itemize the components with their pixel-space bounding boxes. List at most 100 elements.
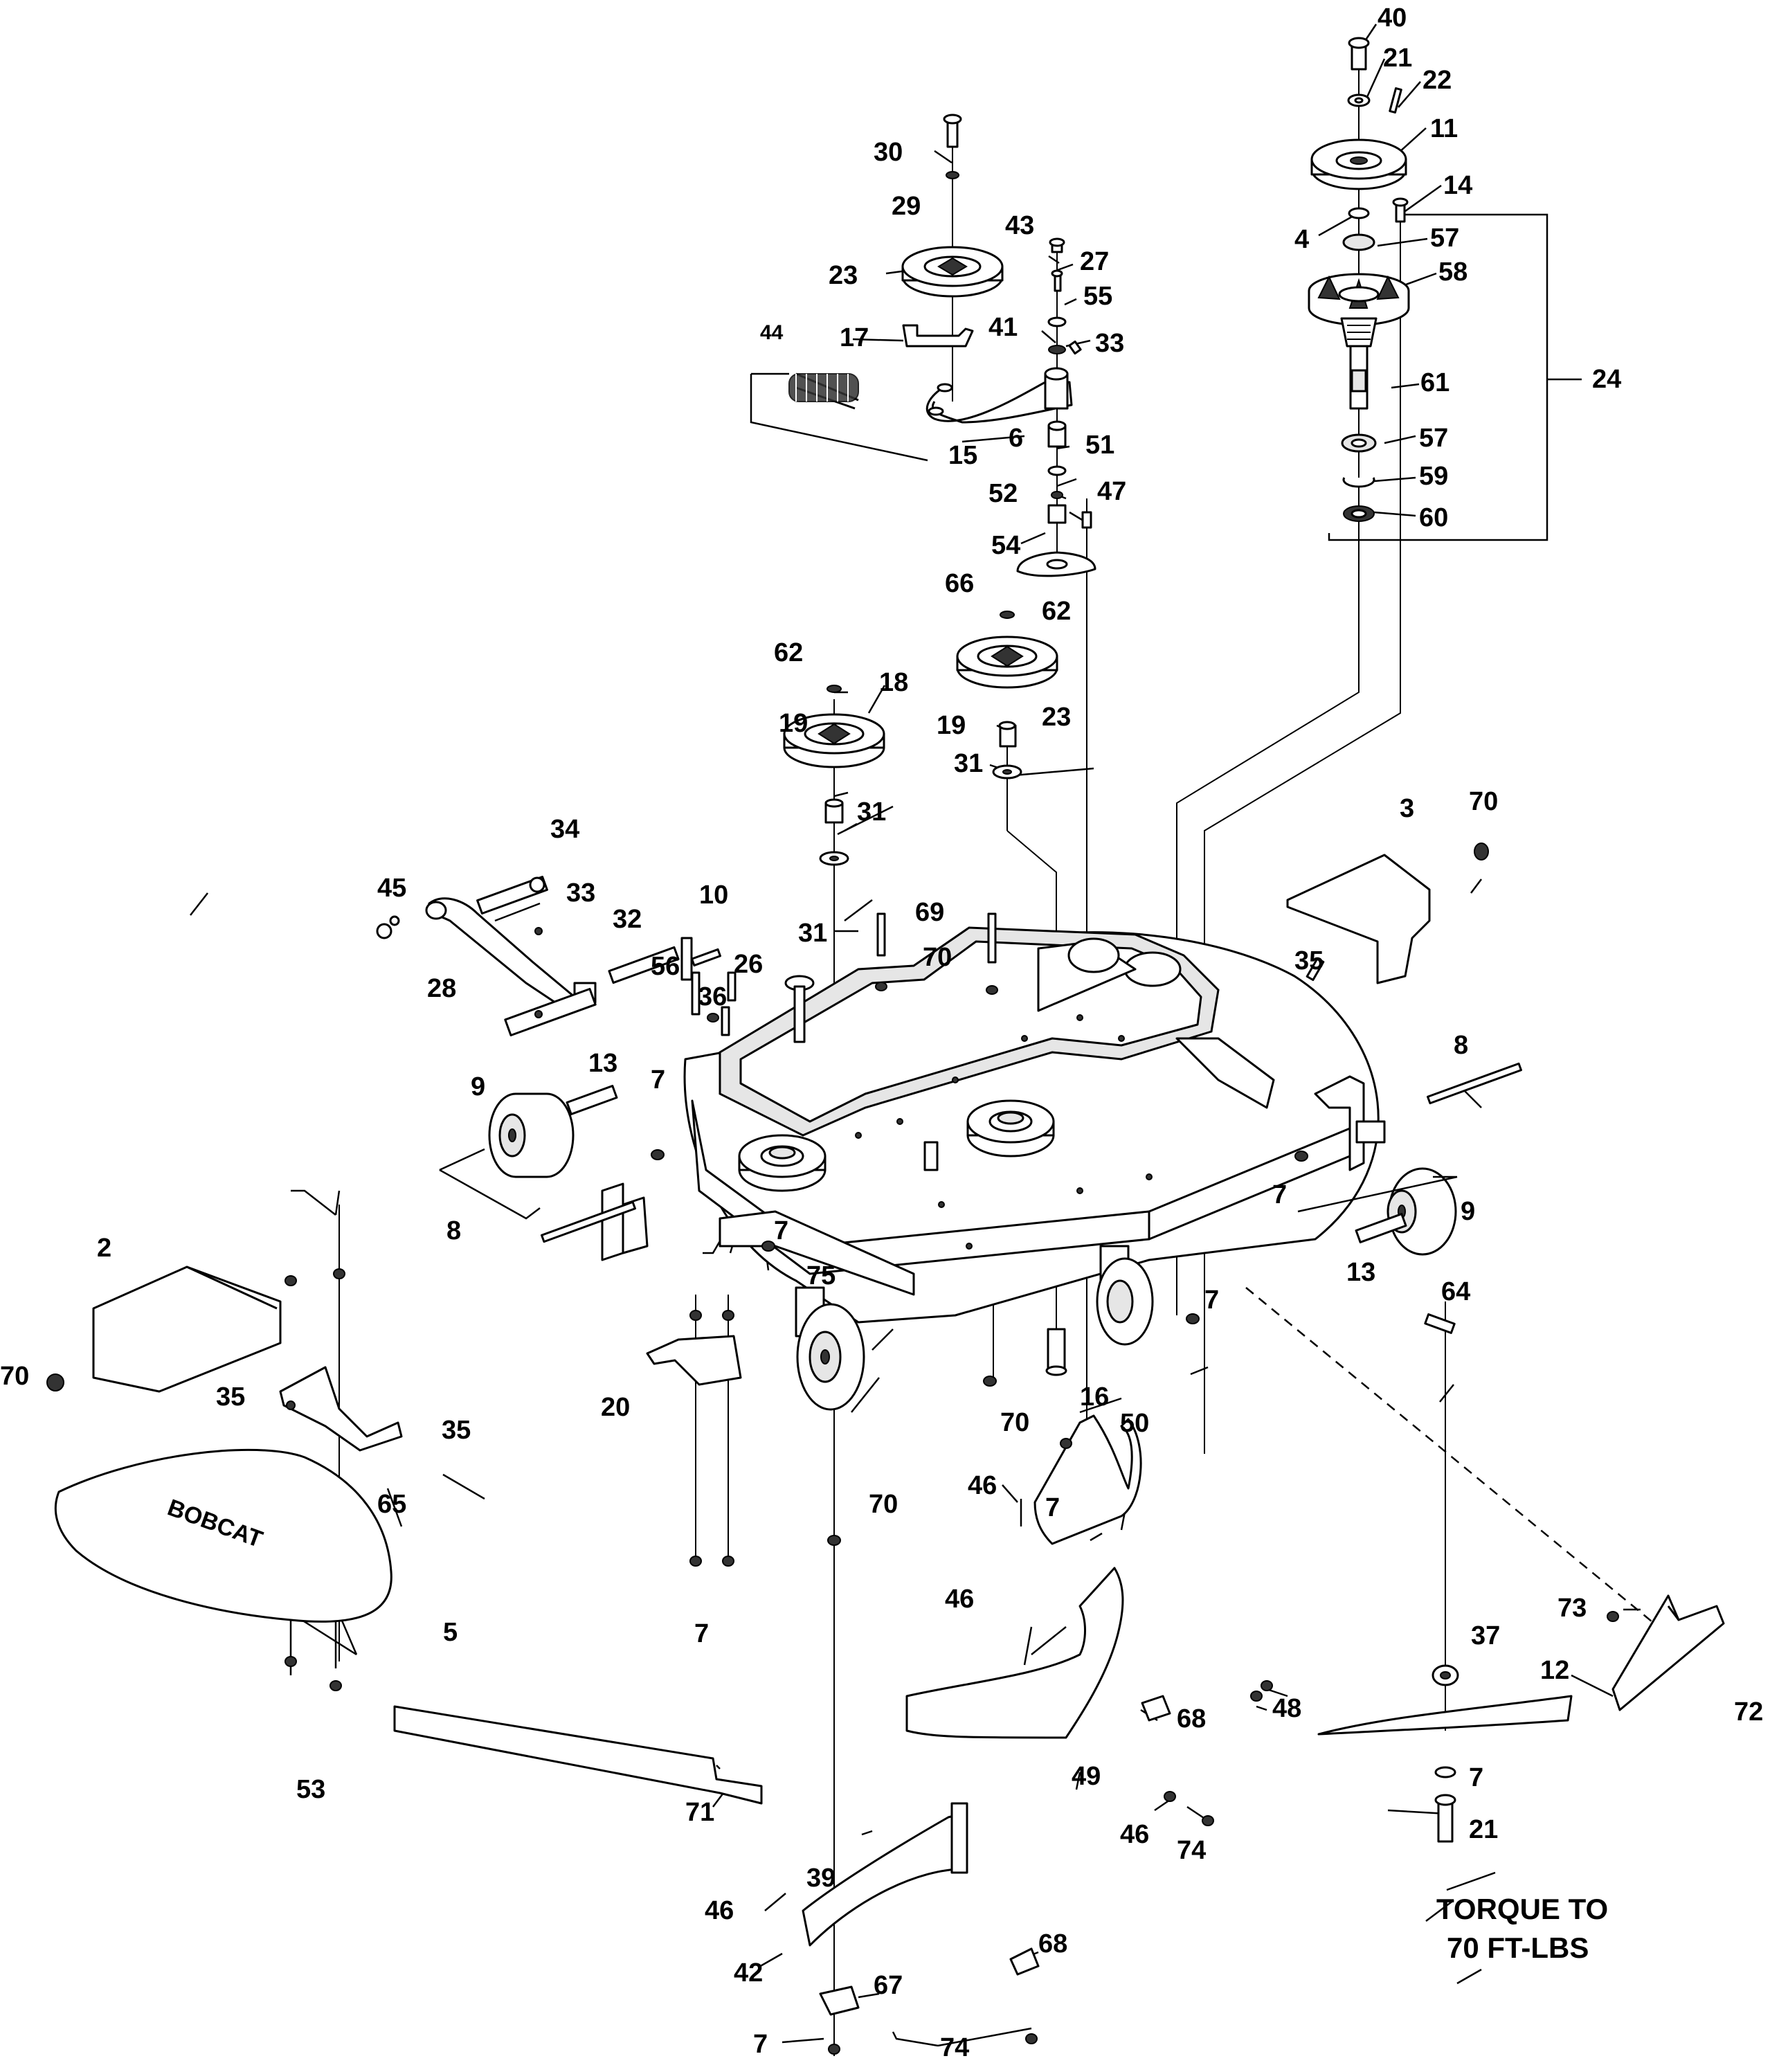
callout: 44	[760, 321, 784, 344]
callout: 62	[774, 638, 803, 667]
callout: 31	[857, 798, 886, 827]
callout: 3	[1400, 794, 1414, 823]
callout: 7	[753, 2030, 768, 2059]
callout: 29	[892, 192, 921, 221]
callout: 65	[377, 1490, 406, 1519]
callout: 28	[427, 974, 456, 1003]
callout: 46	[968, 1471, 997, 1500]
callout: 70	[0, 1362, 29, 1391]
callout: 21	[1383, 44, 1412, 73]
callout: 7	[774, 1216, 788, 1245]
left-pulley-stack	[783, 685, 885, 866]
callout: 7	[1045, 1493, 1060, 1522]
callout: 42	[734, 1958, 763, 1988]
callout: 23	[1042, 703, 1071, 732]
callout: 19	[937, 711, 966, 740]
spring	[788, 373, 859, 402]
deck-pulley-left	[738, 1134, 827, 1192]
callout: 12	[1540, 1656, 1569, 1685]
callout: 59	[1419, 462, 1448, 491]
callout: 60	[1419, 503, 1448, 532]
right-caster-bracket	[1314, 1075, 1386, 1171]
callout: 23	[829, 261, 858, 290]
callout: 75	[806, 1261, 836, 1290]
callout: 7	[1272, 1180, 1287, 1209]
callout: 13	[588, 1049, 617, 1078]
callout: 48	[1272, 1694, 1301, 1723]
mower-deck	[683, 926, 1380, 1411]
callout: 31	[954, 749, 983, 778]
callout: 74	[940, 2033, 969, 2062]
callout: 33	[1095, 329, 1124, 358]
callout: 70	[869, 1490, 898, 1519]
lift-link-bracket	[279, 1366, 403, 1452]
axles-and-bolts	[541, 1062, 1522, 1546]
callout: 8	[1454, 1031, 1468, 1060]
mulching-plate	[1611, 1594, 1725, 1711]
callout: 31	[798, 919, 827, 948]
callout: 9	[471, 1072, 485, 1101]
callout: 7	[1204, 1286, 1219, 1315]
callout: 61	[1420, 368, 1450, 397]
rear-baffle-strip	[393, 1705, 763, 1805]
callout: 57	[1419, 424, 1448, 453]
callout: 50	[1120, 1409, 1149, 1438]
callout: 35	[442, 1416, 471, 1445]
callout: 18	[879, 668, 908, 697]
callout: 13	[1346, 1258, 1375, 1287]
callout: 70	[1000, 1408, 1029, 1437]
callout: 55	[1083, 282, 1112, 311]
callout-labels: 40 21 22 11 14 4 57 58 24 61 57 59 60 30…	[0, 3, 1763, 2062]
callout: 8	[446, 1216, 461, 1245]
callout: 16	[1080, 1382, 1109, 1412]
callout: 5	[443, 1618, 458, 1647]
callout: 43	[1005, 211, 1034, 240]
callout: 33	[566, 879, 595, 908]
callout: 22	[1423, 66, 1452, 95]
deck-cover: BOBCAT	[54, 1448, 392, 1623]
lift-arm-assembly	[376, 876, 1325, 1043]
callout: 46	[705, 1896, 734, 1925]
callout: 46	[945, 1585, 974, 1614]
callout: 52	[988, 479, 1018, 508]
callout: 7	[1469, 1763, 1483, 1792]
baffle-right-lower	[905, 1567, 1124, 1739]
callout: 35	[1294, 946, 1324, 975]
callout: 68	[1177, 1704, 1206, 1733]
callout: 20	[601, 1393, 630, 1422]
belt-shield-right	[1286, 843, 1489, 984]
belt-shield-left	[46, 1265, 282, 1393]
callout: 27	[1080, 247, 1109, 276]
callout: 26	[734, 950, 763, 979]
idler-assembly	[750, 114, 1096, 780]
callout: 46	[1120, 1820, 1149, 1849]
baffle-brackets	[819, 1695, 1171, 2016]
callout: 70	[923, 943, 952, 972]
callout: 4	[1294, 225, 1309, 254]
callout: 47	[1097, 477, 1126, 506]
left-fasteners	[285, 1268, 1619, 2055]
callout: 70	[1469, 787, 1498, 816]
callout: 34	[550, 815, 579, 844]
anti-scalp-wheel-rear	[1067, 937, 1120, 973]
callout: 40	[1378, 3, 1407, 33]
callout: 10	[699, 881, 728, 910]
callout: 37	[1471, 1621, 1500, 1650]
callout: 58	[1438, 258, 1468, 287]
center-baffle	[802, 1802, 968, 1947]
callout: 57	[1430, 224, 1459, 253]
callout: 17	[840, 323, 869, 352]
callout: 41	[988, 313, 1018, 342]
callout: 67	[874, 1971, 903, 2000]
baffle-right-upper	[1033, 1414, 1142, 1545]
anti-scalp-wheel-front-right	[1096, 1245, 1154, 1346]
callout: 24	[1592, 365, 1621, 394]
left-caster-wheel	[439, 1092, 575, 1220]
callout: 64	[1441, 1277, 1470, 1306]
callout: 14	[1443, 171, 1472, 200]
callout: 69	[915, 898, 944, 927]
torque-note-line1: TORQUE TO	[1436, 1893, 1608, 1925]
spindle-assembly	[1308, 37, 1410, 522]
callout: 32	[613, 905, 642, 934]
